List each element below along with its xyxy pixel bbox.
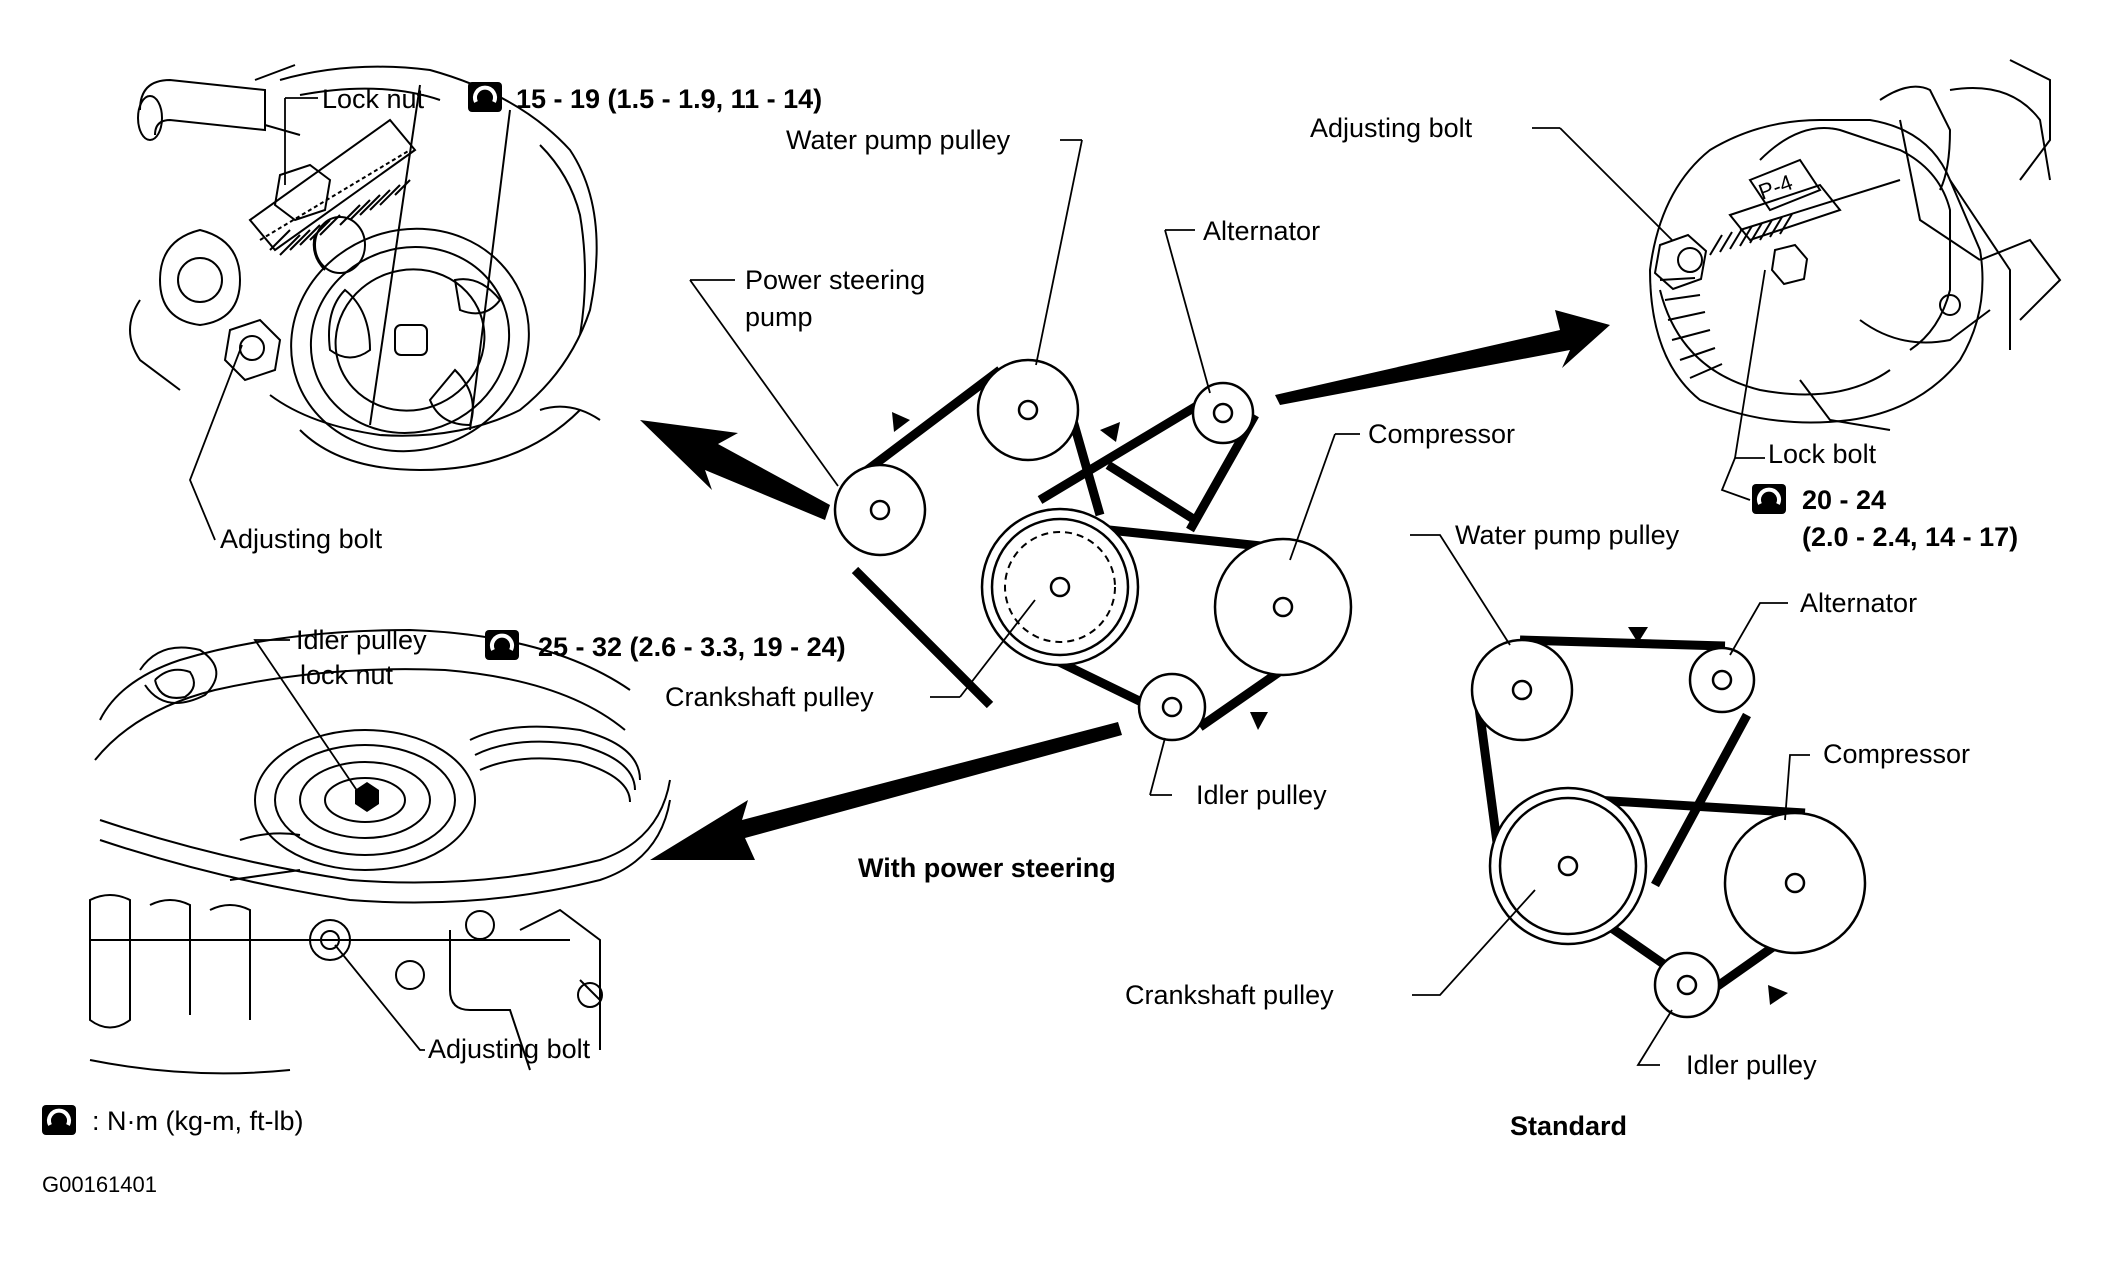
idler-lock-nut-label-1: Idler pulley [296,625,427,655]
arrow-icon [650,722,1122,860]
std-crankshaft-label: Crankshaft pulley [1125,980,1334,1010]
alt-lock-bolt-label: Lock bolt [1768,439,1877,469]
ps-lock-nut-torque: 15 - 19 (1.5 - 1.9, 11 - 14) [516,84,822,114]
ps-adjusting-bolt-label: Adjusting bolt [220,524,383,554]
ps-caption: With power steering [858,853,1116,883]
idler-lock-nut-label-2: lock nut [300,660,394,690]
alt-torque-2: (2.0 - 2.4, 14 - 17) [1802,522,2018,552]
std-water-pump-label: Water pump pulley [1455,520,1680,550]
idler-torque: 25 - 32 (2.6 - 3.3, 19 - 24) [538,632,846,662]
std-alternator-label: Alternator [1800,588,1917,618]
ps-water-pump-label: Water pump pulley [786,125,1011,155]
torque-wrench-icon [42,1105,76,1135]
arrow-icon [1275,310,1610,405]
alt-adjusting-bolt-label: Adjusting bolt [1310,113,1473,143]
idler-pulley-illustration [89,628,671,1075]
ps-alternator-label: Alternator [1203,216,1320,246]
ps-pump-illustration [129,64,601,472]
alternator-illustration: P-4 [1648,59,2062,431]
torque-wrench-icon [468,82,502,112]
ps-power-steering-label-2: pump [745,302,813,332]
std-compressor-label: Compressor [1823,739,1970,769]
torque-wrench-icon [485,630,519,660]
std-caption: Standard [1510,1111,1627,1141]
legend-units: : N·m (kg-m, ft-lb) [92,1106,303,1136]
ps-belt-diagram [833,358,1353,742]
std-idler-label: Idler pulley [1686,1050,1817,1080]
std-belt-diagram [1470,627,1867,1019]
idler-adjusting-bolt-label: Adjusting bolt [428,1034,591,1064]
ps-idler-label: Idler pulley [1196,780,1327,810]
ps-lock-nut-label: Lock nut [322,84,425,114]
torque-wrench-icon [1752,484,1786,514]
alt-torque-1: 20 - 24 [1802,485,1886,515]
arrow-icon [640,420,830,520]
ps-crankshaft-label: Crankshaft pulley [665,682,874,712]
ps-power-steering-label-1: Power steering [745,265,925,295]
ps-compressor-label: Compressor [1368,419,1515,449]
figure-code: G00161401 [42,1172,157,1197]
